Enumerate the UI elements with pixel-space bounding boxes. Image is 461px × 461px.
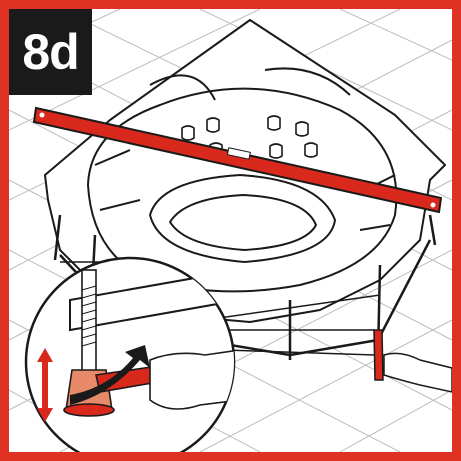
double-vertical-arrow-icon (37, 348, 53, 422)
step-label: 8d (9, 9, 92, 95)
detail-inset (24, 256, 236, 461)
wrench-icon (373, 329, 384, 381)
curved-arrow-icon (70, 345, 150, 405)
spirit-level-icon (32, 106, 443, 214)
